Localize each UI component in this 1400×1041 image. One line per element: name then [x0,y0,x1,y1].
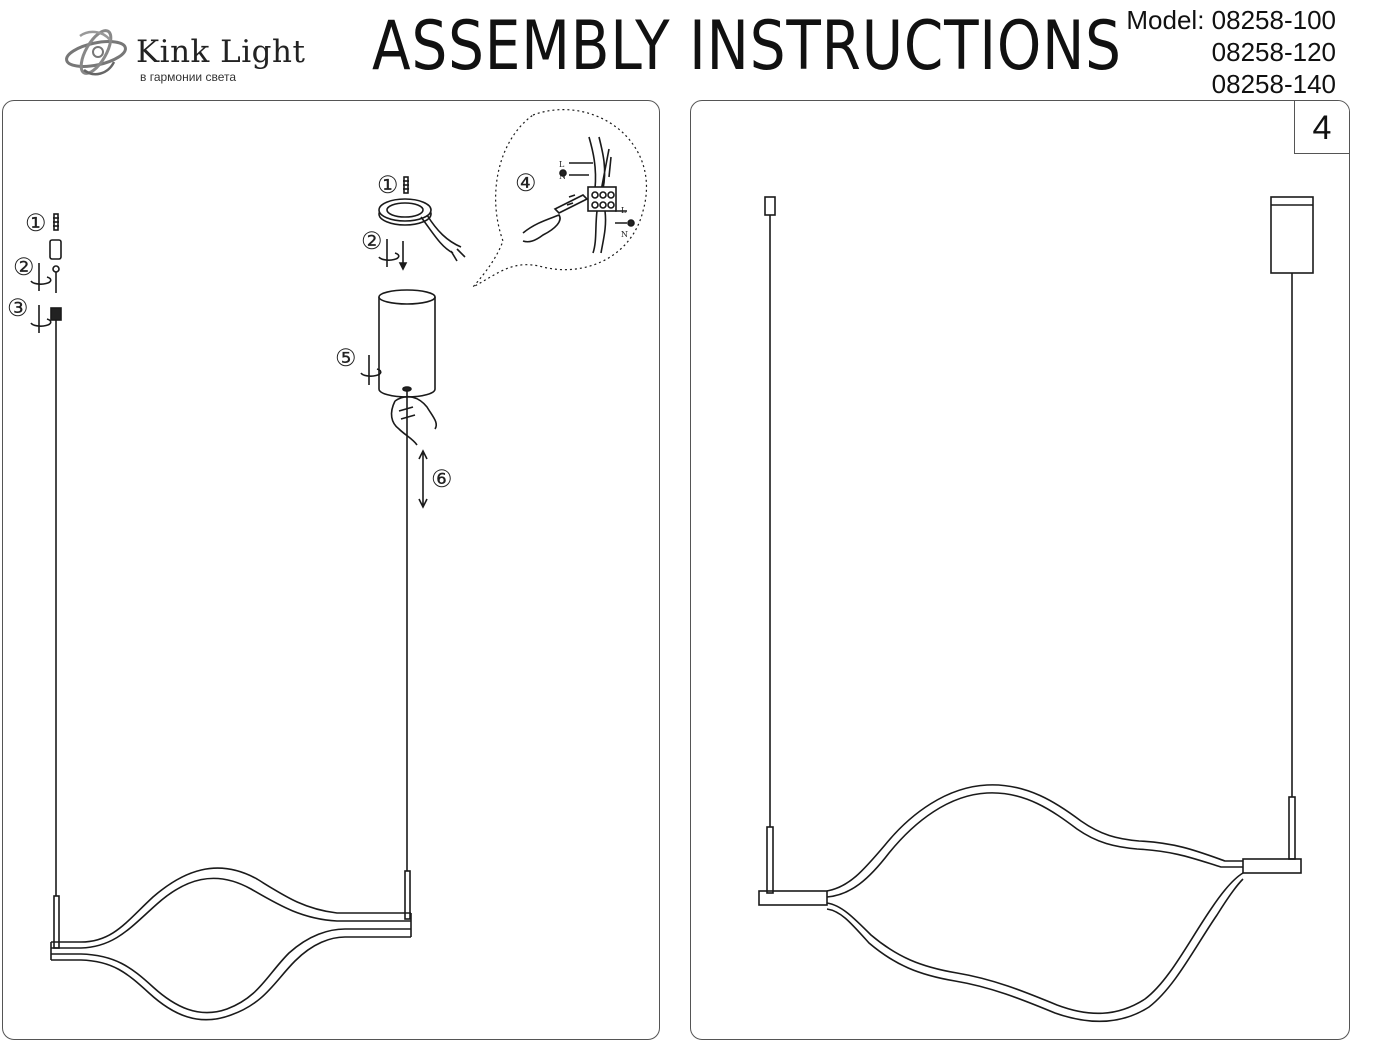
cable-gripper-icon [50,307,62,321]
rotate-arrow-icon-3 [378,252,400,261]
screw-icon-canopy [403,176,409,194]
right-sleeve [1288,796,1296,860]
cable-gripper-small [764,196,776,216]
left-suspension-assembly: ① ② ③ [7,209,62,949]
ceiling-plate-assembly: ① ② [361,171,466,271]
hand-pressing-icon [390,395,438,446]
callout-4: ④ [515,169,537,197]
assembled-fixture-panel: 4 [690,100,1350,1040]
screw-icon [53,213,59,231]
callout-5: ⑤ [335,344,357,372]
wiring-detail: ④ L N L N [472,109,648,288]
rotate-arrow-icon [30,276,52,285]
model-line-3: 08258-140 [1211,69,1336,99]
right-cable-sleeve [404,870,411,920]
kink-light-logo-icon [65,29,127,76]
height-adjust-arrow-icon [418,449,428,509]
hook-screw-icon [52,265,60,293]
brand-logo: Kink Light в гармонии света [62,22,306,84]
wave-fixture-left [50,867,412,1021]
brand-tagline: в гармонии света [140,70,237,84]
step-number-box: 4 [1294,101,1349,154]
canopy-cylinder [1270,196,1314,274]
rotate-arrow-icon-2 [30,318,52,327]
wave-fixture-right [758,784,1302,1023]
installation-steps-panel: ① ② ③ ① [2,100,660,1040]
left-sleeve [766,826,774,894]
brand-name: Kink Light [136,34,306,70]
callout-1-canopy: ① [377,171,399,199]
hand-icon [522,214,561,243]
wire-letter-n-bottom: N [621,230,628,239]
left-end-bar [758,890,828,906]
installation-diagram: ① ② ③ ① [7,109,648,1021]
assembled-fixture-diagram [758,196,1314,1023]
rotate-arrow-icon-4 [360,368,382,377]
model-line-2: 08258-120 [1211,37,1336,67]
wire-letter-l-top: L [559,160,565,169]
callout-3-left: ③ [7,294,29,322]
callout-2-canopy: ② [361,227,383,255]
callout-1-left: ① [25,209,47,237]
right-panel-suspension [764,196,1314,894]
right-end-bar [1242,858,1302,874]
callout-6: ⑥ [431,465,453,493]
mains-wires [420,216,454,254]
left-cable-sleeve [53,895,60,949]
document-title: ASSEMBLY INSTRUCTIONS [372,7,1122,86]
anchor-icon [49,239,62,260]
model-line-1: Model: 08258-100 [1126,5,1336,35]
callout-2-left: ② [13,253,35,281]
canopy-assembly: ⑤ ⑥ [335,289,453,920]
model-numbers: Model: 08258-100 08258-120 08258-140 [1126,4,1336,100]
